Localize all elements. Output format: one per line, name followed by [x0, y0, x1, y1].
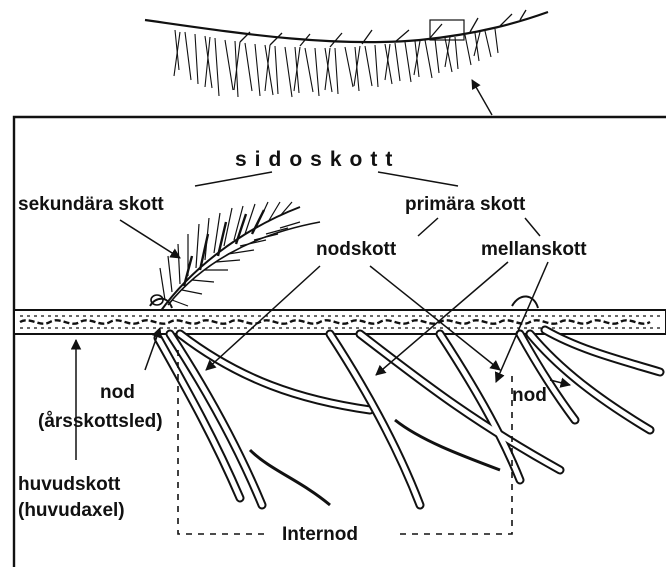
sidoskott-leader-right: [378, 172, 458, 186]
label-primara-skott: primära skott: [405, 195, 525, 214]
intermediate-shoots-inner: [330, 334, 560, 505]
primary-shoot-node-2-inner: [520, 330, 660, 430]
label-huvudaxel: (huvudaxel): [18, 501, 125, 520]
intermediate-shoots: [330, 334, 560, 505]
label-nod-right: nod: [512, 386, 547, 405]
label-sidoskott: sidoskott: [235, 149, 400, 170]
label-mellanskott: mellanskott: [481, 240, 587, 259]
primara-skott-leader-right: [525, 218, 540, 236]
label-internod: Internod: [282, 525, 358, 544]
label-nodskott: nodskott: [316, 240, 396, 259]
primara-skott-leader-left: [418, 218, 438, 236]
primary-shoots: [158, 330, 660, 505]
label-arsskottsled: (årsskottsled): [38, 412, 163, 431]
label-sekundara-skott: sekundära skott: [18, 195, 164, 214]
label-nod-left: nod: [100, 383, 135, 402]
detail-pointer-arrow: [472, 80, 492, 115]
sekundara-skott-arrow: [120, 220, 180, 258]
label-huvudskott: huvudskott: [18, 475, 120, 494]
overview-shoot-illustration: [145, 10, 548, 115]
secondary-shoot-frond: [151, 202, 320, 312]
primary-shoot-node-1: [158, 334, 370, 505]
sidoskott-leader-left: [195, 172, 272, 186]
main-axis: [14, 296, 666, 334]
